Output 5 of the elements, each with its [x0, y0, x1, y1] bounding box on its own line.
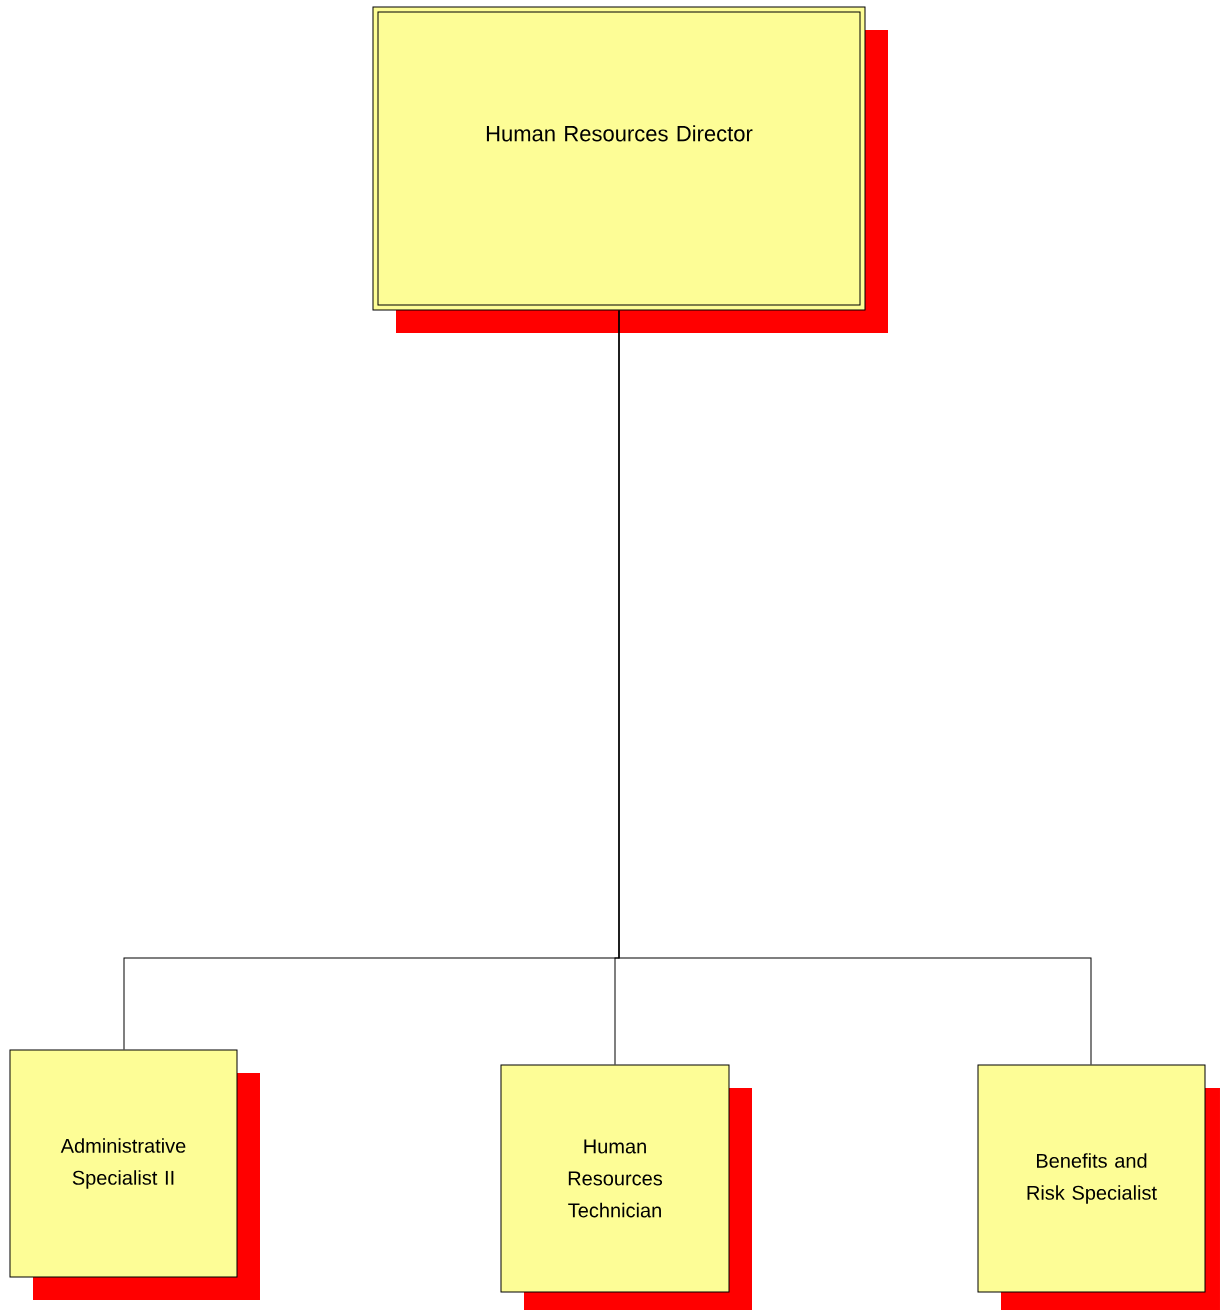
- position-box: Human Resources Technician: [500, 1064, 752, 1310]
- position-box: Human Resources Director: [372, 6, 888, 333]
- position-box: Administrative Specialist II: [9, 1049, 260, 1300]
- position-box: Benefits and Risk Specialist: [977, 1064, 1220, 1310]
- connector-line: [618, 310, 1092, 1065]
